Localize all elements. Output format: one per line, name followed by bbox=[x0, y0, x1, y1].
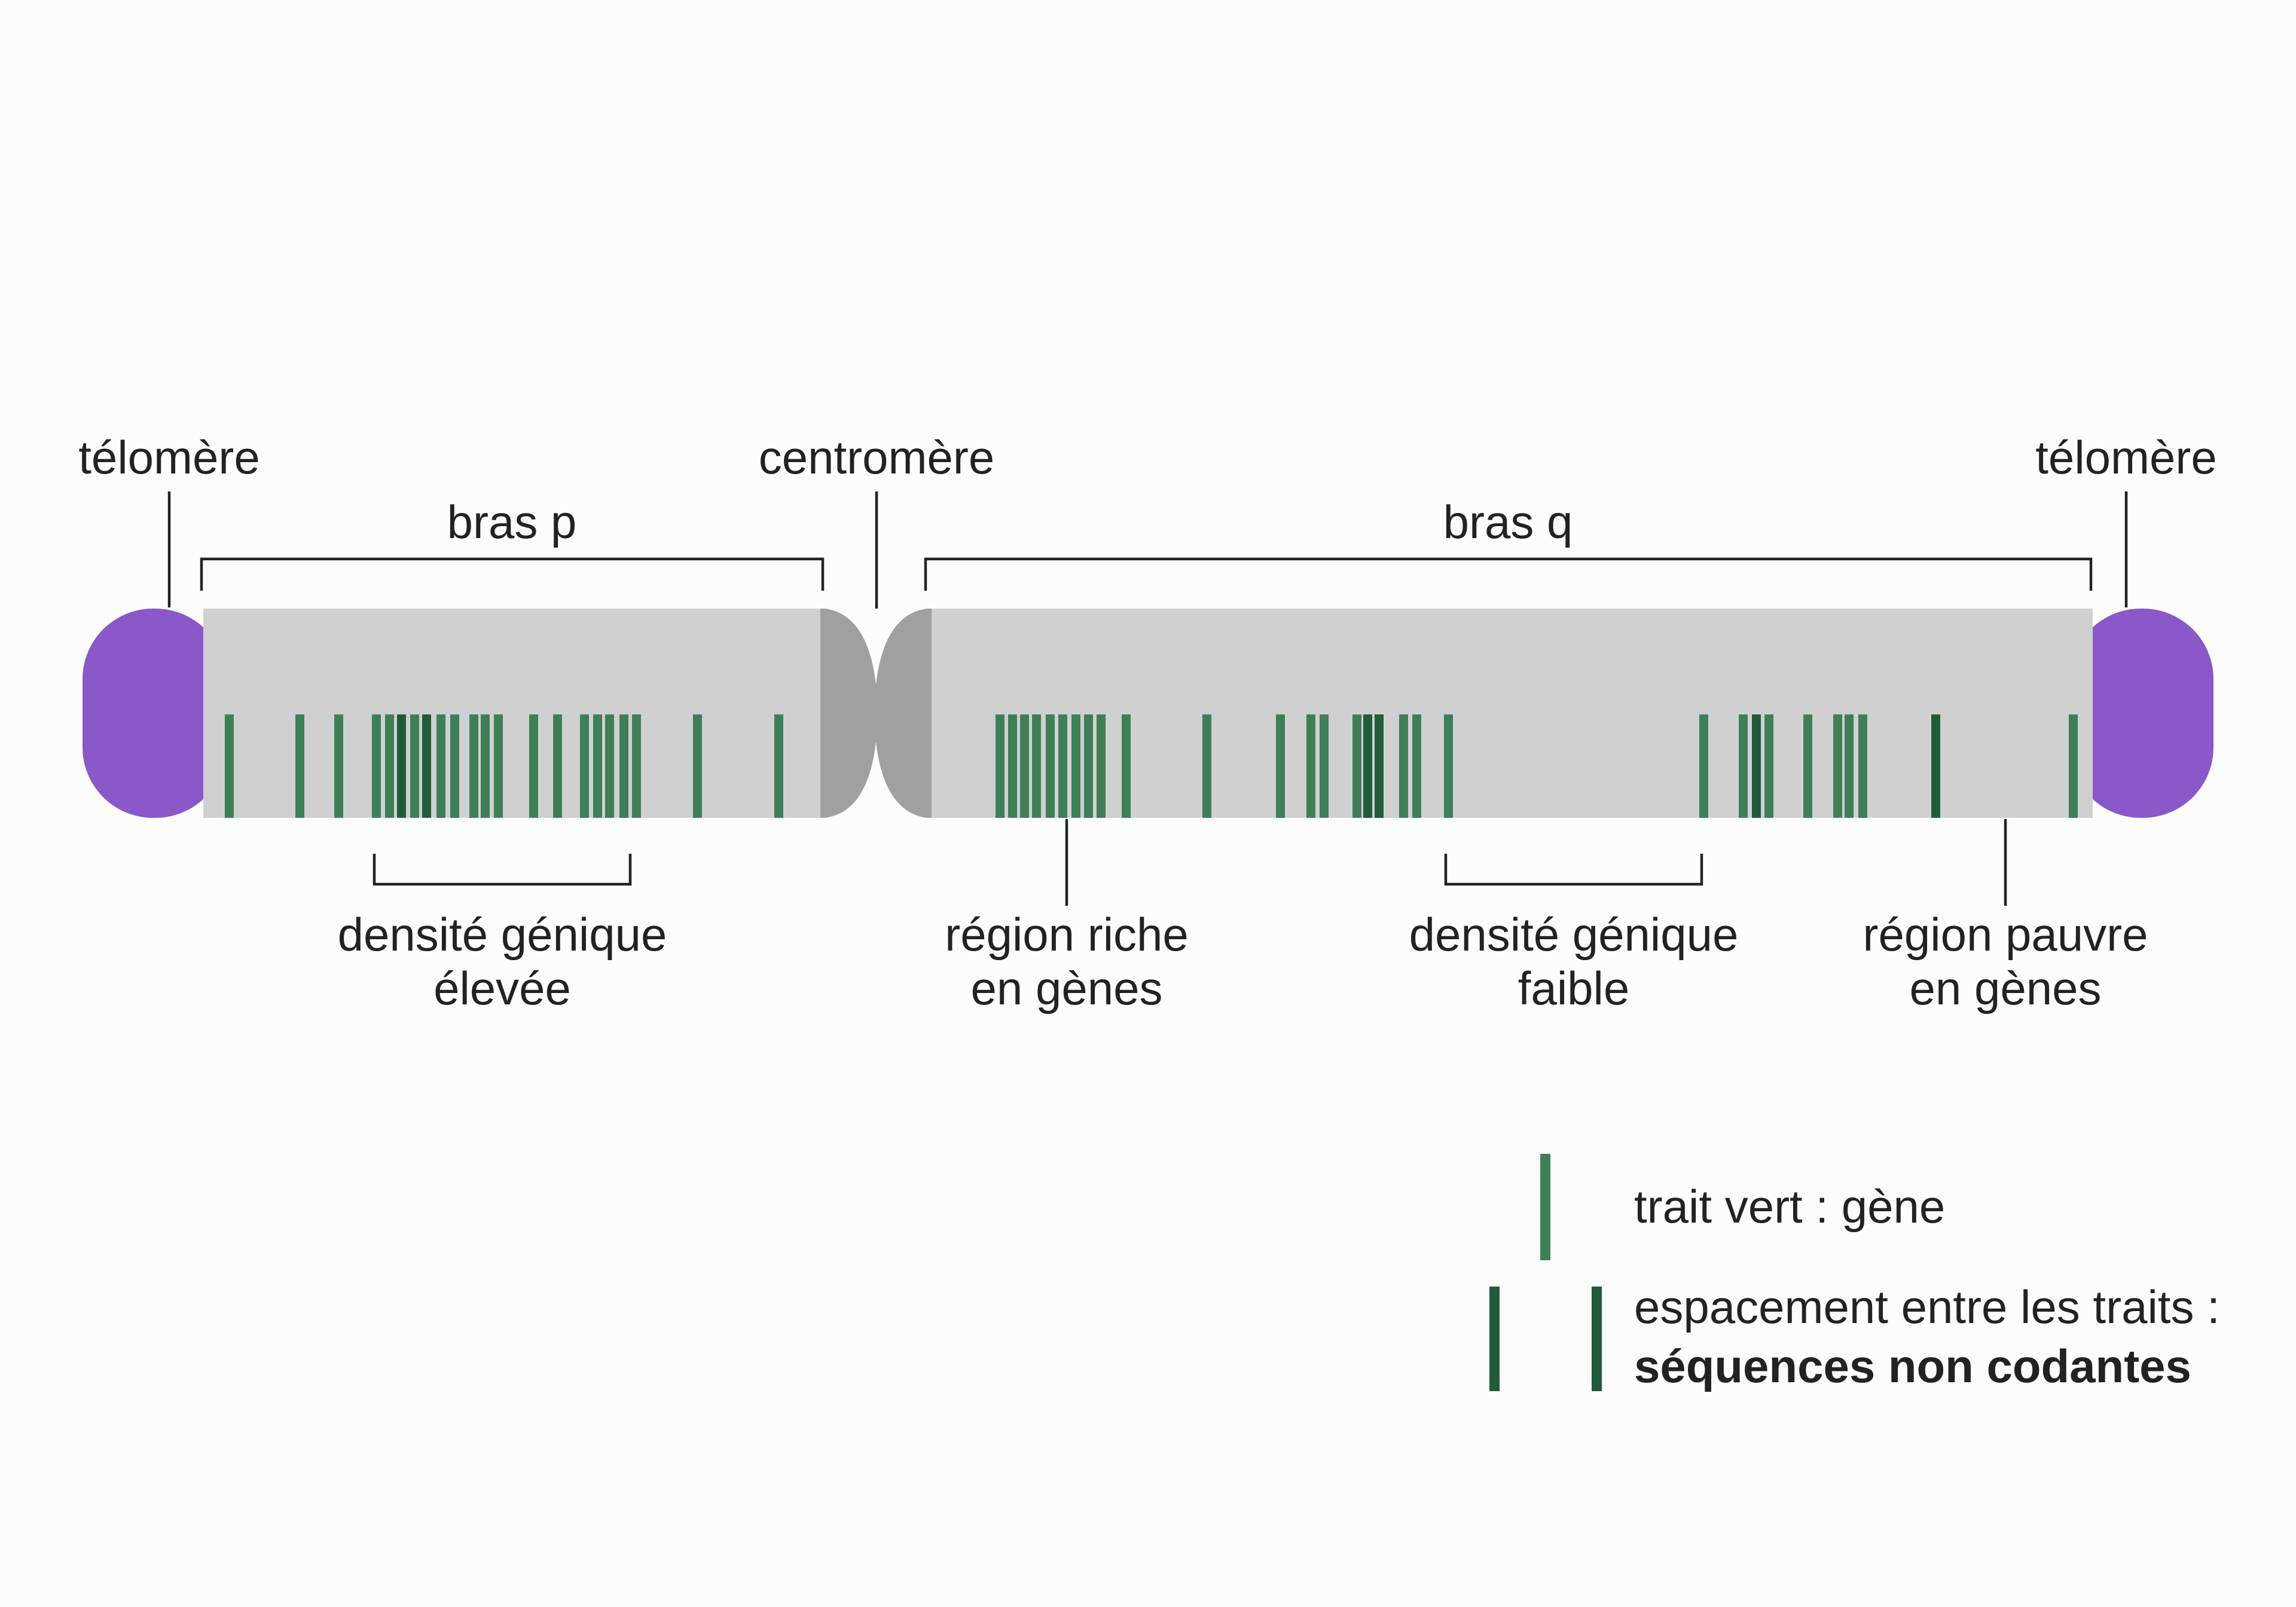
gene-stripe bbox=[619, 714, 628, 818]
gene-stripe bbox=[1858, 714, 1867, 818]
gene-stripe bbox=[2069, 714, 2078, 818]
arm-q-label: bras q bbox=[1443, 496, 1573, 548]
gene-stripe bbox=[1008, 714, 1017, 818]
legend: trait vert : gène espacement entre les t… bbox=[1489, 1154, 2220, 1392]
labels: télomère télomère centromère bras p bras… bbox=[78, 431, 2216, 1015]
gene-stripe bbox=[1931, 714, 1940, 818]
high-density-bracket bbox=[373, 854, 632, 886]
legend-spacing-swatch-left bbox=[1489, 1287, 1500, 1391]
gene-stripes bbox=[225, 714, 2078, 818]
gene-stripe bbox=[295, 714, 304, 818]
gene-stripe bbox=[422, 714, 431, 818]
gene-stripe bbox=[469, 714, 478, 818]
q-arm bbox=[932, 609, 2093, 818]
gene-stripe bbox=[1097, 714, 1106, 818]
gene-stripe bbox=[372, 714, 381, 818]
gene-stripe bbox=[529, 714, 538, 818]
gene-stripe bbox=[1375, 714, 1384, 818]
gene-stripe bbox=[1046, 714, 1055, 818]
gene-stripe bbox=[1122, 714, 1131, 818]
gene-stripe bbox=[1764, 714, 1773, 818]
low-density-bracket bbox=[1444, 854, 1703, 886]
centromere-right-lobe bbox=[874, 609, 932, 818]
legend-spacing-label-line1: espacement entre les traits : bbox=[1634, 1281, 2220, 1333]
gene-stripe bbox=[1363, 714, 1372, 818]
gene-stripe bbox=[774, 714, 783, 818]
gene-stripe bbox=[1352, 714, 1361, 818]
gene-stripe bbox=[385, 714, 394, 818]
gene-stripe bbox=[1444, 714, 1453, 818]
p-arm bbox=[203, 609, 820, 818]
gene-stripe bbox=[1084, 714, 1093, 818]
gene-stripe bbox=[1320, 714, 1329, 818]
legend-spacing-swatch-right bbox=[1592, 1287, 1602, 1391]
gene-stripe bbox=[693, 714, 702, 818]
gene-stripe bbox=[1833, 714, 1842, 818]
arm-q-bracket bbox=[924, 557, 2093, 591]
telomere-left bbox=[83, 609, 226, 818]
leaders bbox=[167, 491, 2128, 906]
telomere-right bbox=[2070, 609, 2213, 818]
gene-stripe bbox=[996, 714, 1004, 818]
legend-gene-label: trait vert : gène bbox=[1634, 1180, 1945, 1233]
rich-region-label-line1: région riche bbox=[945, 908, 1189, 961]
chromosome bbox=[83, 609, 2213, 818]
gene-stripe bbox=[1845, 714, 1854, 818]
rich-region-label-line2: en gènes bbox=[971, 962, 1163, 1015]
gene-stripe bbox=[580, 714, 589, 818]
telomere-right-label: télomère bbox=[2035, 431, 2216, 484]
centromere-label: centromère bbox=[759, 431, 995, 484]
gene-stripe bbox=[1739, 714, 1748, 818]
arm-p-bracket bbox=[200, 557, 825, 591]
gene-stripe bbox=[225, 714, 234, 818]
gene-stripe bbox=[397, 714, 406, 818]
gene-stripe bbox=[1412, 714, 1421, 818]
high-density-label-line1: densité génique bbox=[338, 908, 667, 961]
gene-stripe bbox=[1752, 714, 1761, 818]
centromere-left-lobe bbox=[820, 609, 878, 818]
gene-stripe bbox=[481, 714, 490, 818]
gene-stripe bbox=[1202, 714, 1211, 818]
low-density-label-line2: faible bbox=[1518, 962, 1629, 1015]
gene-stripe bbox=[632, 714, 641, 818]
legend-gene-swatch bbox=[1540, 1154, 1550, 1260]
gene-stripe bbox=[593, 714, 602, 818]
gene-stripe bbox=[1071, 714, 1080, 818]
gene-stripe bbox=[1020, 714, 1029, 818]
legend-spacing-label-line2: séquences non codantes bbox=[1634, 1340, 2191, 1392]
gene-stripe bbox=[410, 714, 419, 818]
gene-stripe bbox=[1276, 714, 1285, 818]
telomere-left-label: télomère bbox=[78, 431, 259, 484]
low-density-label-line1: densité génique bbox=[1409, 908, 1739, 961]
gene-stripe bbox=[450, 714, 459, 818]
high-density-label-line2: élevée bbox=[433, 962, 571, 1015]
gene-stripe bbox=[494, 714, 503, 818]
gene-stripe bbox=[553, 714, 562, 818]
gene-stripe bbox=[436, 714, 445, 818]
gene-stripe bbox=[1058, 714, 1067, 818]
poor-region-label-line1: région pauvre bbox=[1863, 908, 2148, 961]
gene-stripe bbox=[605, 714, 614, 818]
arm-p-label: bras p bbox=[447, 496, 577, 548]
gene-stripe bbox=[334, 714, 343, 818]
gene-stripe bbox=[1399, 714, 1408, 818]
poor-region-label-line2: en gènes bbox=[1910, 962, 2102, 1015]
gene-stripe bbox=[1032, 714, 1041, 818]
gene-stripe bbox=[1803, 714, 1812, 818]
gene-stripe bbox=[1306, 714, 1315, 818]
gene-stripe bbox=[1699, 714, 1708, 818]
